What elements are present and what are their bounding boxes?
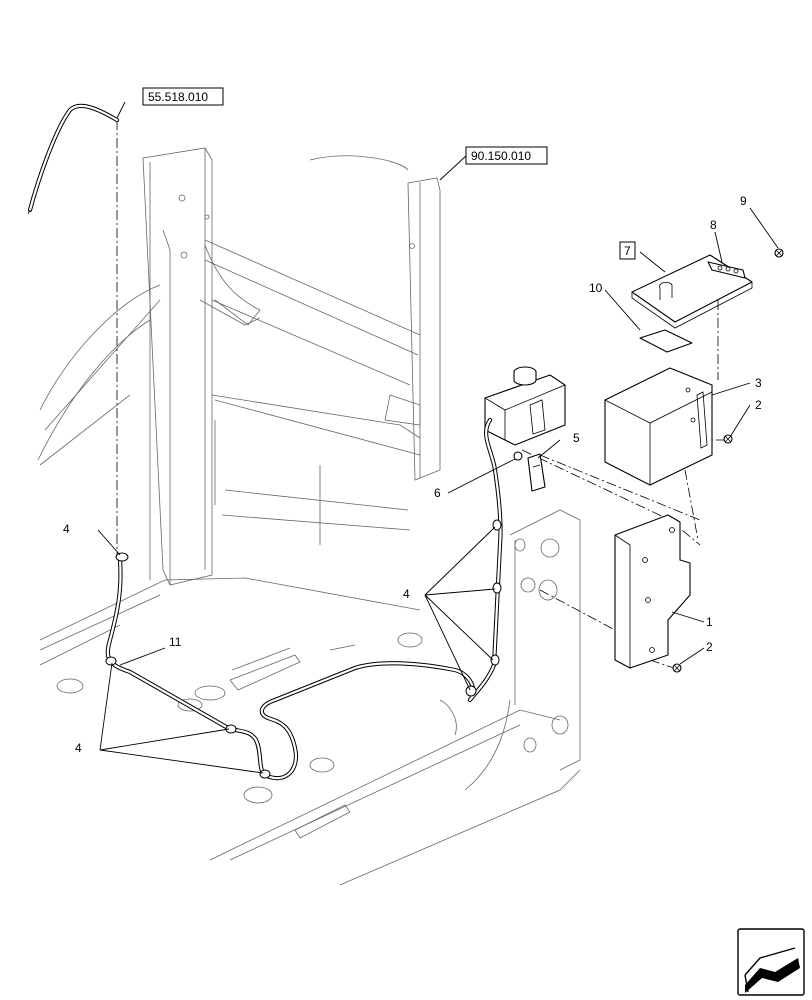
leader-lines	[97, 101, 779, 774]
reference-90-150-010: 90.150.010	[465, 146, 548, 165]
callout-8: 8	[710, 218, 717, 232]
cover-bracket	[631, 254, 753, 329]
callout-numbers: 9 8 10 3 2 5 6 4 4 1 11 2 4	[63, 194, 762, 755]
reference-7: 7	[619, 241, 636, 260]
callout-4-bottom: 4	[75, 741, 82, 755]
callout-4-mid: 4	[403, 587, 410, 601]
callout-5: 5	[573, 431, 580, 445]
reference-label: 90.150.010	[471, 149, 531, 163]
callout-3: 3	[755, 376, 762, 390]
reference-55-518-010: 55.518.010	[142, 87, 224, 106]
callout-1: 1	[706, 615, 713, 629]
callout-9: 9	[740, 194, 747, 208]
washer-reservoir	[484, 366, 566, 446]
mounting-bracket	[614, 514, 691, 669]
washer-hose	[27, 103, 503, 781]
reference-label: 55.518.010	[148, 90, 208, 104]
callout-10: 10	[589, 281, 603, 295]
callout-2-upper: 2	[755, 398, 762, 412]
callout-2-lower: 2	[706, 640, 713, 654]
callout-11: 11	[169, 635, 182, 649]
grommet	[513, 451, 523, 461]
reservoir-box	[604, 367, 713, 486]
washer-pump	[527, 453, 546, 492]
bolt-lower	[672, 663, 682, 673]
previous-page-arrow-icon[interactable]	[737, 928, 805, 996]
callout-4-top: 4	[63, 522, 70, 536]
reference-label: 7	[624, 244, 631, 258]
callout-6: 6	[434, 486, 441, 500]
cab-frame	[37, 147, 581, 886]
hose-clips	[105, 519, 502, 779]
screw	[774, 248, 784, 258]
adhesive-pad	[639, 329, 693, 353]
